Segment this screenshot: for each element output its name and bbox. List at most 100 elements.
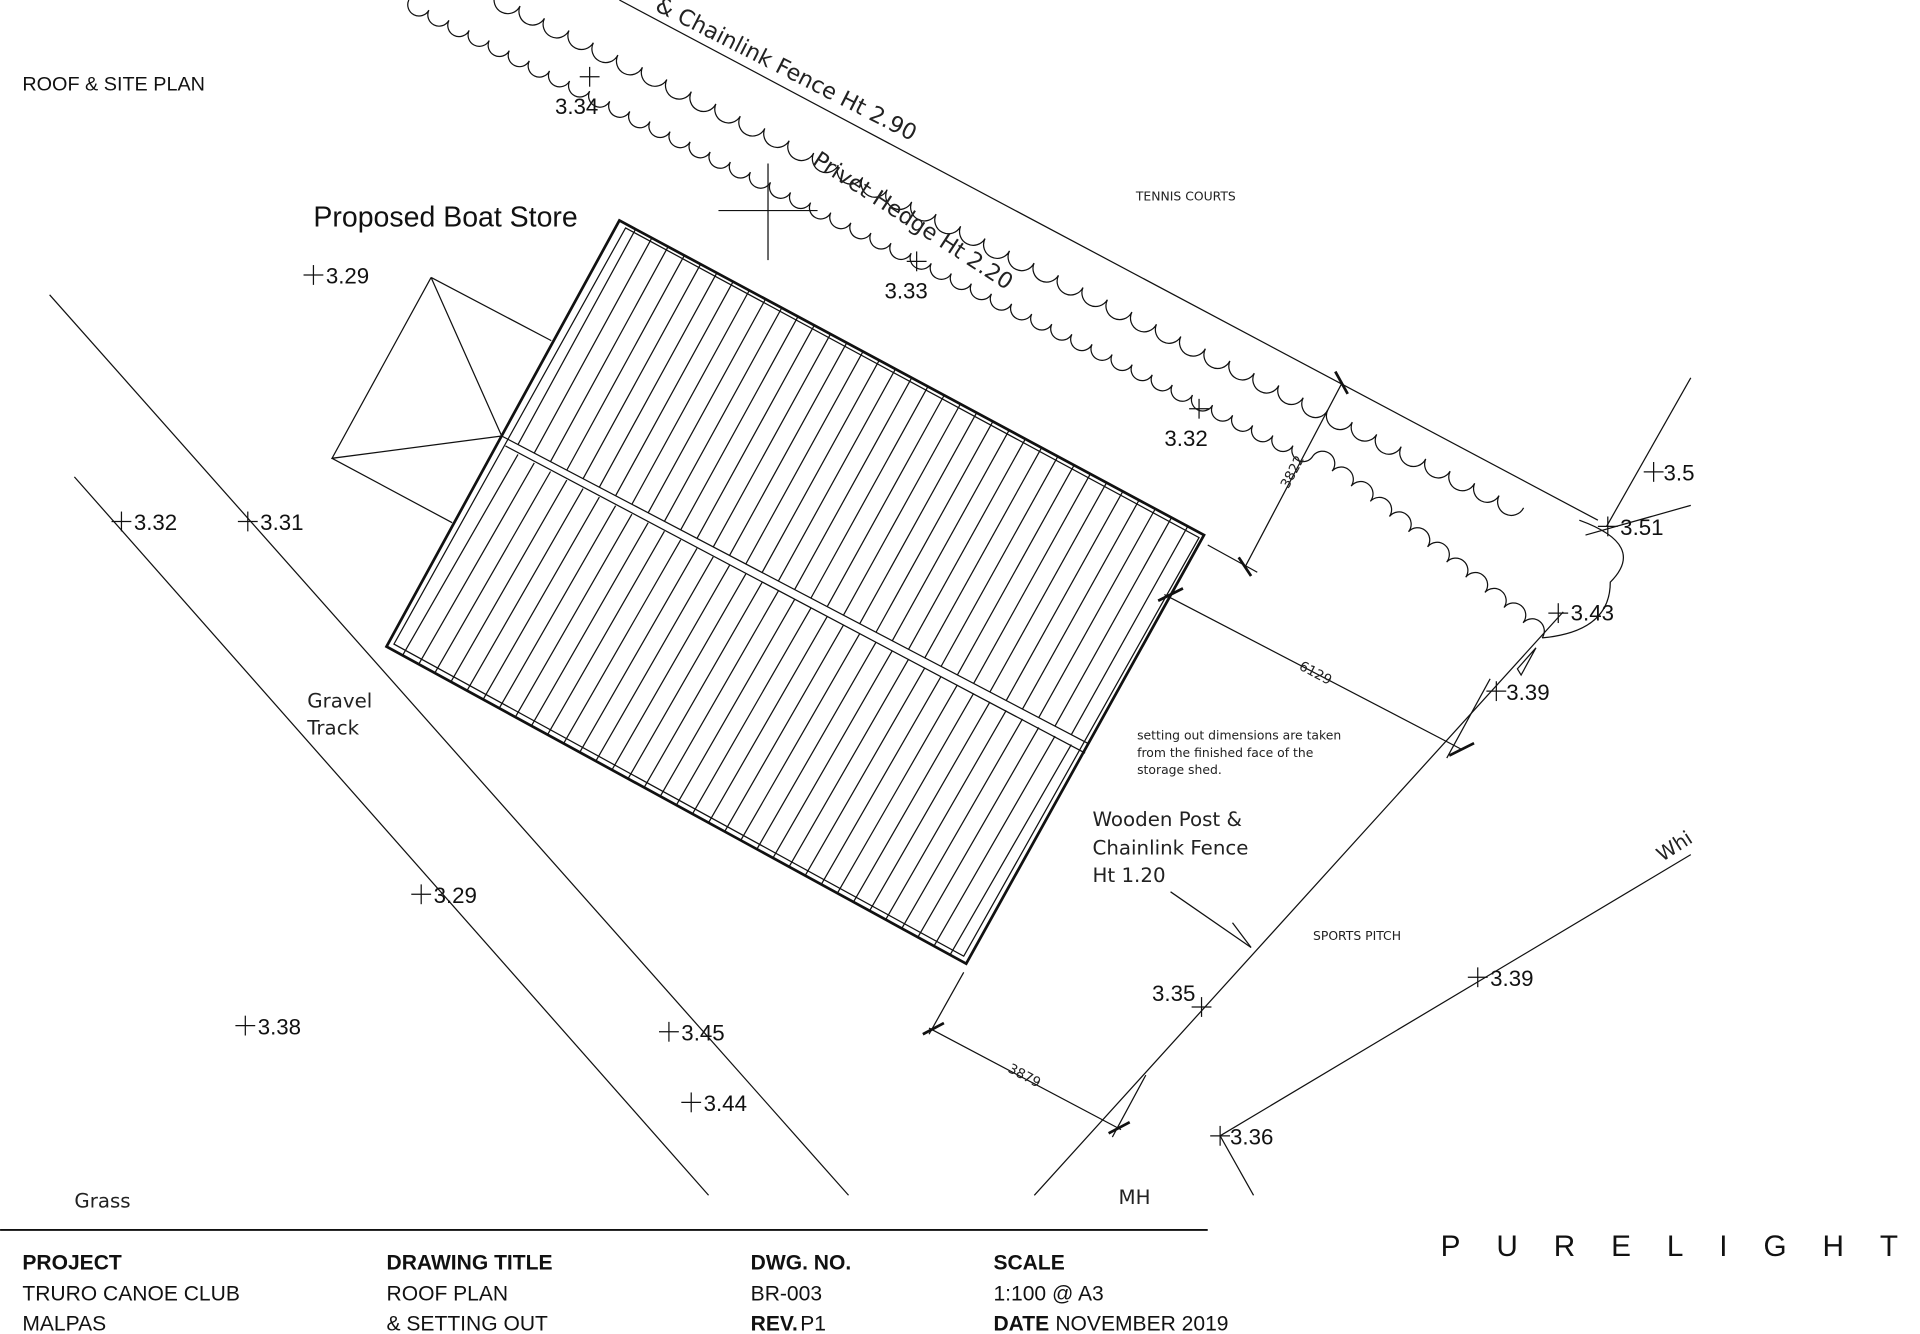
roof-sheet-line [615, 281, 734, 497]
roof-sheet-line [663, 307, 783, 522]
spot-level-label: 3.31 [260, 510, 303, 535]
roof-sheet-line [549, 246, 669, 462]
chainlink-fence-2-90 [619, 0, 1599, 521]
date-value: NOVEMBER 2019 [1055, 1312, 1228, 1334]
wooden-fence-1-20 [1033, 611, 1564, 1196]
roof-sheet-line [940, 456, 1059, 667]
existing-roof [330, 276, 552, 524]
leader-line [1170, 891, 1252, 949]
roof-sheet-line [842, 403, 961, 616]
roof-sheet-line [696, 325, 815, 539]
roof-sheet-line [826, 394, 945, 607]
gravel-label: Gravel [307, 689, 372, 712]
line [1446, 678, 1491, 759]
roof-sheet-line [647, 298, 767, 514]
roof-sheet-line [729, 342, 848, 556]
roof-sheet-line [643, 582, 763, 788]
roof-sheet-line [956, 464, 1075, 676]
roof-sheet-line [533, 237, 653, 454]
roof-sheet-line [517, 228, 637, 445]
tennis-courts-label: TENNIS COURTS [1135, 190, 1236, 204]
spot-level-label: 3.51 [1620, 515, 1663, 540]
roof-sheet-line [1021, 499, 1140, 710]
roof-sheet-line [761, 360, 880, 573]
roof-sheet-line [611, 565, 731, 771]
roof-sheet-line [675, 599, 796, 806]
roof-sheet-line [989, 482, 1108, 693]
dwg-no-heading: DWG. NO. [751, 1252, 852, 1275]
roof-sheet-line [627, 573, 747, 779]
roof-sheet-line [708, 616, 828, 824]
note-line-2: from the finished face of the [1137, 746, 1313, 760]
roof-sheet-line [788, 658, 910, 868]
hedge-end [1542, 519, 1624, 639]
track-edge [49, 294, 849, 1196]
roof-sheet-line [659, 590, 779, 797]
roof-sheet-line [498, 505, 617, 709]
spot-level-label: 3.38 [258, 1014, 301, 1039]
roof-sheet-line [680, 316, 799, 531]
roof-sheet-line [1054, 517, 1173, 727]
note-line-1: setting out dimensions are taken [1137, 728, 1341, 742]
drawing-linework [49, 0, 1692, 1196]
note-line-3: storage shed. [1137, 763, 1222, 777]
roof-sheet-line [875, 421, 994, 633]
spot-level-label: 3.29 [434, 883, 477, 908]
roof-sheet-line [530, 522, 649, 727]
whi-label: Whi [1652, 826, 1696, 866]
fence-label-top: & Chainlink Fence Ht 2.90 [651, 0, 921, 147]
drawing-title-2: & SETTING OUT [387, 1312, 549, 1334]
roof-ridge [505, 445, 1086, 754]
spot-level-label: 3.39 [1490, 966, 1533, 991]
roof-sheet-line [772, 650, 893, 859]
spot-level-label: 3.36 [1230, 1124, 1273, 1149]
scale-heading: SCALE [993, 1252, 1064, 1275]
spot-level-label: 3.29 [326, 264, 369, 289]
date-heading: DATE [993, 1312, 1049, 1334]
roof-sheet-line [582, 263, 702, 479]
roof-sheet-line [724, 624, 845, 832]
roof-sheet-line [434, 471, 552, 674]
roof-sheet-line [514, 513, 633, 718]
spot-level-label: 3.5 [1664, 461, 1695, 486]
line [1111, 1074, 1147, 1138]
roof-sheet-line [1005, 491, 1124, 701]
sheet-title: ROOF & SITE PLAN [22, 73, 205, 95]
roof-sheet-line [869, 701, 991, 912]
track-edge [73, 476, 710, 1196]
building-label: Proposed Boat Store [313, 202, 577, 234]
roof-sheet-line [1038, 508, 1156, 718]
sports-pitch-label: SPORTS PITCH [1313, 929, 1401, 943]
drawing-title-1: ROOF PLAN [387, 1283, 509, 1306]
boundary-line [1606, 377, 1692, 527]
dimension-3879: 3879 [1005, 1061, 1043, 1091]
roof-sheet-line [973, 473, 1091, 684]
scale-value: 1:100 @ A3 [993, 1283, 1103, 1306]
project-name: TRURO CANOE CLUB [22, 1283, 240, 1306]
roof-sheet-line [885, 710, 1007, 920]
roof-sheet-line [579, 547, 698, 753]
roof-sheet-line [810, 386, 929, 599]
spot-level-label: 3.34 [555, 94, 598, 119]
roof-sheet-line [745, 351, 864, 565]
roof-sheet-line [598, 272, 718, 488]
roof-sheet-line [859, 412, 978, 625]
roof-sheet-line [450, 479, 568, 683]
roof-sheet-line [547, 530, 665, 735]
roof-sheet-line [924, 447, 1043, 659]
line [1207, 544, 1258, 573]
dimension-tick [1107, 1120, 1131, 1135]
roof-sheet-line [402, 454, 519, 656]
dimension-tick [1237, 556, 1253, 577]
hedge-lower-edge [1312, 450, 1545, 639]
dimension-tick [1157, 587, 1184, 602]
fence-low-label-2: Chainlink Fence [1093, 837, 1249, 860]
privet-hedge-edge [407, 0, 1314, 463]
roof-sheet-line [949, 744, 1072, 956]
fence-hedge-edge [493, 0, 1525, 517]
brand-logo: PURELIGHT [1441, 1230, 1920, 1263]
spot-level-label: 3.32 [134, 510, 177, 535]
drawing-title-heading: DRAWING TITLE [387, 1252, 553, 1275]
roof-sheet-line [691, 607, 812, 815]
